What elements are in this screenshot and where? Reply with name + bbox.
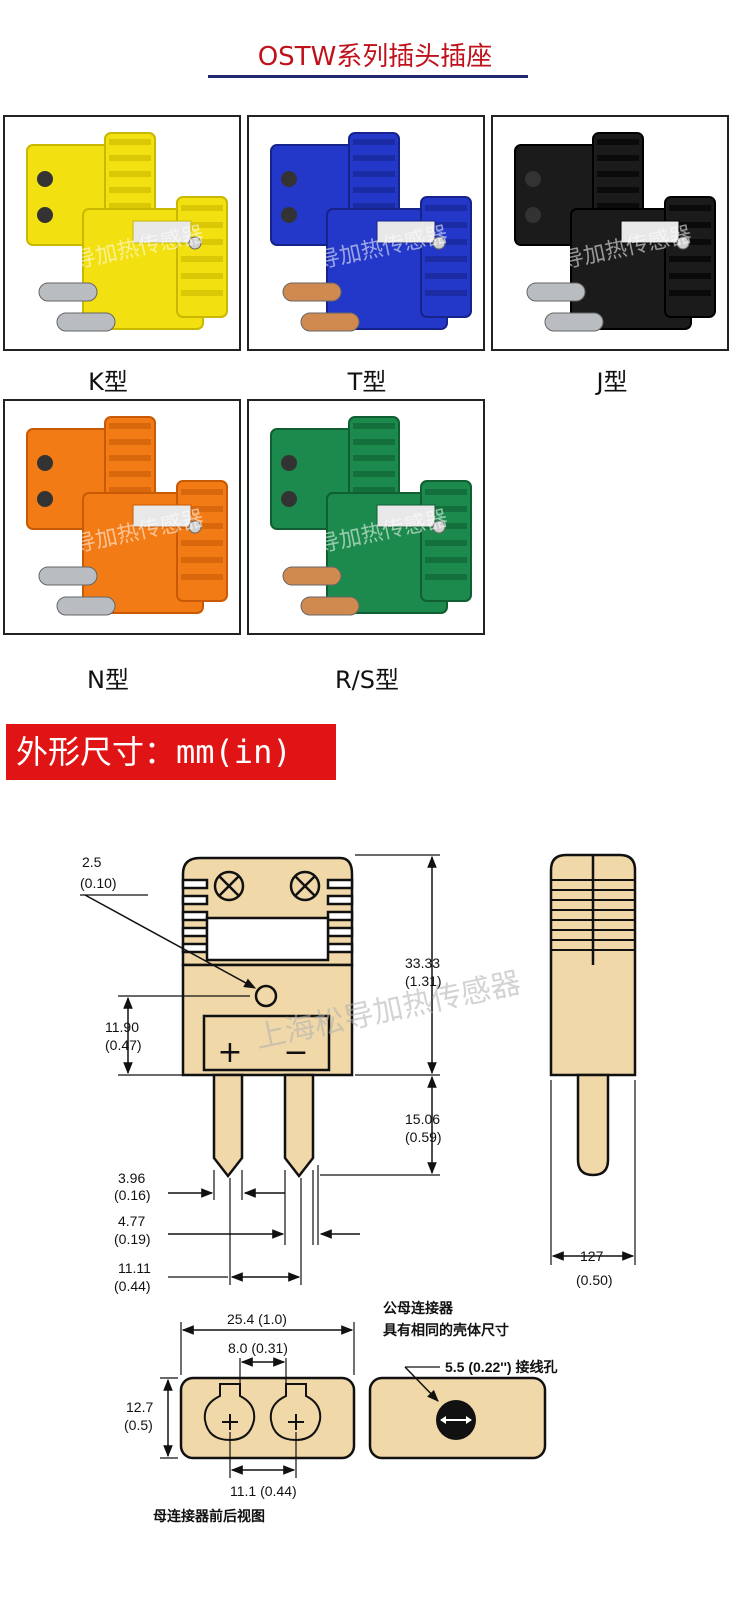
product-photo-t: 上海松导加热传感器 [247, 115, 485, 351]
dim-hole-d: 2.5 [82, 854, 102, 870]
connector-illustration-t: 上海松导加热传感器 [251, 132, 472, 332]
product-label-j: J型 [596, 368, 628, 396]
polarity-panel [202, 1014, 331, 1072]
dimension-diagram: + − 2.5 (0.10) 11.90 (0.47) 33.33 (1.31)… [80, 853, 637, 1524]
label-window [205, 916, 330, 962]
product-label-n: N型 [87, 666, 129, 694]
side-ribs [551, 879, 635, 951]
product-label-k: K型 [88, 368, 128, 396]
dim-pin-w2: 4.77 [118, 1213, 145, 1229]
dim-face-w: 25.4 (1.0) [227, 1311, 287, 1327]
dim-slot-gap: 8.0 (0.31) [228, 1340, 288, 1356]
dim-side-w: 127 [580, 1248, 604, 1264]
dim-face-h-in: (0.5) [124, 1417, 153, 1433]
dim-hole-d-in: (0.10) [80, 875, 117, 891]
mounting-hole [254, 984, 278, 1008]
dim-pin-spacing: 11.11 [118, 1260, 151, 1276]
product-photo-n: 上海松导加热传感器 [3, 399, 241, 635]
connector-illustration-k: 上海松导加热传感器 [7, 132, 228, 332]
product-photo-rs: 上海松导加热传感器 [247, 399, 485, 635]
plus-sign: + [217, 1035, 242, 1070]
dimensions-banner: 外形尺寸：mm(in) [6, 724, 336, 780]
dim-height: 33.33 [405, 955, 440, 971]
page-title: OSTW系列插头插座 [257, 42, 493, 72]
dim-pin-len-in: (0.59) [405, 1129, 442, 1145]
wire-hole-label: 5.5 (0.22'') 接线孔 [445, 1359, 557, 1375]
title-underline [208, 75, 528, 78]
dim-pin-w1: 3.96 [118, 1170, 145, 1186]
connector-illustration-n: 上海松导加热传感器 [7, 416, 228, 616]
female-caption: 母连接器前后视图 [153, 1508, 265, 1524]
male-note-1: 公母连接器 [383, 1300, 454, 1316]
dim-pin-w2-in: (0.19) [114, 1231, 151, 1247]
dim-pin-spacing-in: (0.44) [114, 1278, 151, 1294]
dim-pin-len: 15.06 [405, 1111, 440, 1127]
plug-side-view [549, 853, 637, 1177]
product-photo-j: 上海松导加热传感器 [491, 115, 729, 351]
connector-illustration-rs: 上海松导加热传感器 [251, 416, 472, 616]
dim-height-in: (1.31) [405, 973, 442, 989]
connector-illustration-j: 上海松导加热传感器 [495, 132, 716, 332]
dim-hole-pos: 11.90 [105, 1019, 139, 1035]
dim-side-w-in: (0.50) [576, 1272, 613, 1288]
dim-hole-pos-in: (0.47) [105, 1037, 142, 1053]
dim-pin-w1-in: (0.16) [114, 1187, 151, 1203]
dim-socket-spacing: 11.1 (0.44) [230, 1483, 297, 1499]
dim-face-h: 12.7 [126, 1399, 153, 1415]
product-label-t: T型 [347, 368, 387, 396]
screw-icons [213, 870, 321, 902]
product-label-rs: R/S型 [335, 666, 399, 694]
minus-sign: − [283, 1035, 308, 1070]
product-photo-k: 上海松导加热传感器 [3, 115, 241, 351]
male-note-2: 具有相同的壳体尺寸 [382, 1322, 509, 1338]
